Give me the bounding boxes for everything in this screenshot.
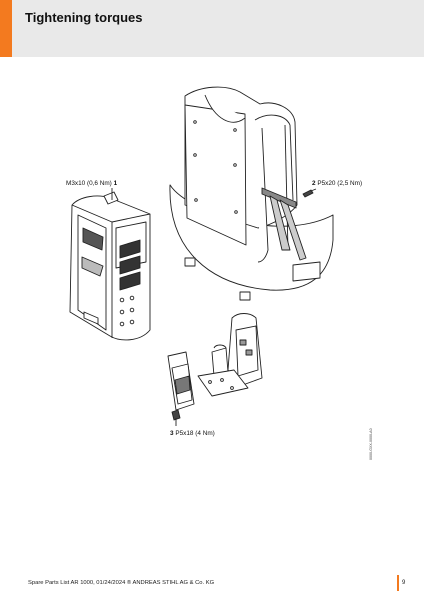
battery-housing <box>69 195 151 341</box>
page-header: Tightening torques <box>0 0 424 57</box>
callout-2: 2 P5x20 (2,5 Nm) <box>312 180 362 187</box>
callout-3-number: 3 <box>170 430 174 437</box>
callout-1-number: 1 <box>113 180 118 187</box>
carrier-frame <box>169 86 334 301</box>
header-accent-bar <box>0 0 12 57</box>
footer-text: Spare Parts List AR 1000, 01/24/2024 ® A… <box>28 580 215 586</box>
callout-3: 3 P5x18 (4 Nm) <box>170 430 215 437</box>
drawing-code: 0000-GXX-0000-A0 <box>369 428 373 460</box>
callout-2-number: 2 <box>312 180 316 187</box>
screw-2 <box>302 188 317 198</box>
page-number: 9 <box>402 580 406 586</box>
footer-accent-bar <box>397 575 399 591</box>
callout-2-label: P5x20 (2,5 Nm) <box>317 180 363 187</box>
callout-3-label: P5x18 (4 Nm) <box>175 430 215 437</box>
page-title: Tightening torques <box>25 10 143 25</box>
screw-3 <box>171 409 181 426</box>
callout-1: M3x10 (0,6 Nm) 1 <box>66 180 117 187</box>
lower-mount-assembly <box>167 313 263 411</box>
callout-1-label: M3x10 (0,6 Nm) <box>66 180 112 187</box>
screw-1 <box>103 188 119 205</box>
